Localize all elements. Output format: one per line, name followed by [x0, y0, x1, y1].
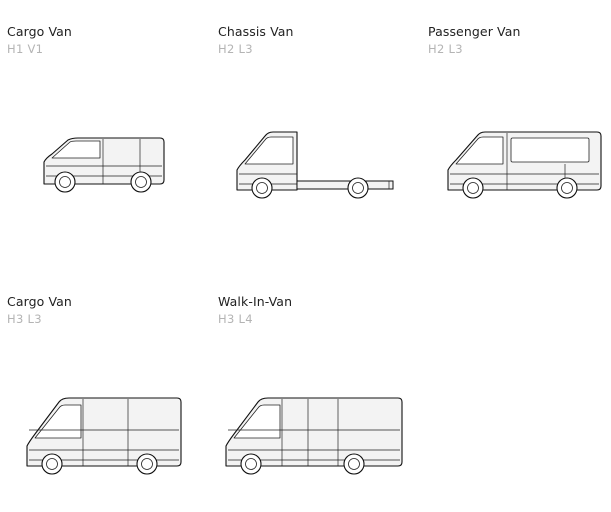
cargo-van-icon	[43, 137, 165, 193]
van-variant: H2 L3	[428, 42, 463, 56]
van-card-cargo-van-h3-l3[interactable]: Cargo Van H3 L3	[7, 294, 197, 484]
van-card-cargo-van-h1-v1[interactable]: Cargo Van H1 V1	[7, 24, 197, 214]
walk-in-van-icon	[225, 397, 403, 475]
van-variant: H2 L3	[218, 42, 253, 56]
van-title: Cargo Van	[7, 24, 72, 39]
van-variant: H3 L3	[7, 312, 42, 326]
van-title: Passenger Van	[428, 24, 521, 39]
chassis-van-icon	[236, 131, 394, 199]
van-title: Chassis Van	[218, 24, 294, 39]
van-title: Cargo Van	[7, 294, 72, 309]
van-variant: H1 V1	[7, 42, 44, 56]
van-card-passenger-van-h2-l3[interactable]: Passenger Van H2 L3	[428, 24, 608, 214]
van-card-chassis-van-h2-l3[interactable]: Chassis Van H2 L3	[218, 24, 408, 214]
high-roof-cargo-van-icon	[26, 397, 182, 475]
passenger-van-icon	[447, 131, 602, 199]
van-variant: H3 L4	[218, 312, 253, 326]
van-title: Walk-In-Van	[218, 294, 293, 309]
van-card-walk-in-van-h3-l4[interactable]: Walk-In-Van H3 L4	[218, 294, 408, 484]
